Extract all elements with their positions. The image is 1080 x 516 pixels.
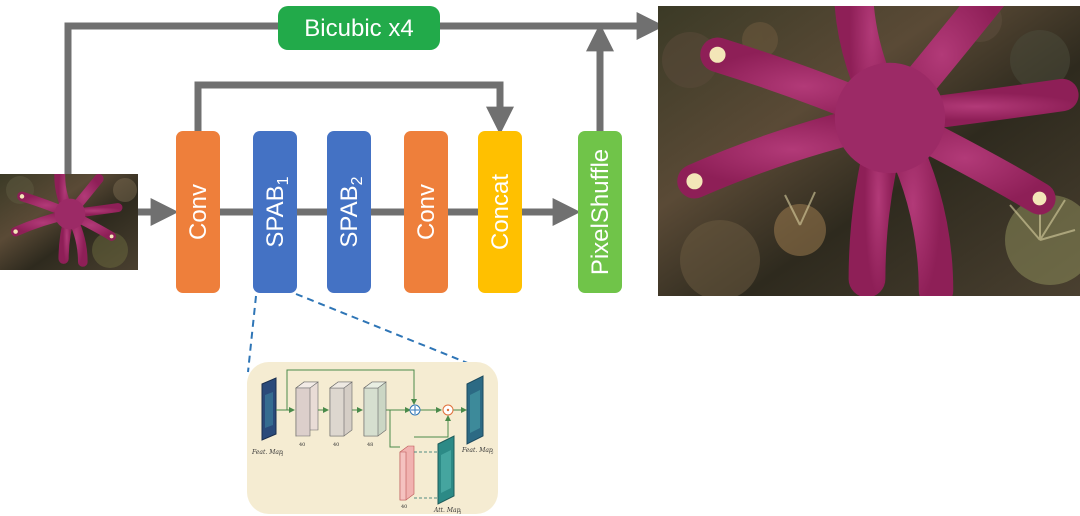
spab-detail-inset: Feat. Map 1 40 40 48 [247, 362, 498, 515]
attention-map [437, 435, 455, 505]
zoom-line-right [295, 293, 491, 373]
channel-label-1: 40 [299, 442, 305, 448]
attention-map-subscript: 1 [459, 510, 462, 515]
block-spab-2-label: SPAB2 [336, 176, 366, 247]
block-pixelshuffle-label: PixelShuffle [587, 149, 614, 275]
bicubic-skip-arrow [64, 12, 665, 175]
conv-slab-3 [363, 381, 387, 437]
block-conv-2-label: Conv [413, 184, 440, 240]
block-spab-2-box [327, 131, 371, 293]
output-feature-subscript: 2 [490, 450, 494, 455]
input-image [0, 174, 138, 270]
channel-label-4: 40 [401, 504, 407, 510]
add-node [409, 404, 421, 416]
block-spab-1-name: SPAB [262, 185, 289, 247]
block-spab-1-subscript: 1 [275, 176, 292, 185]
block-conv-1-label: Conv [185, 184, 212, 240]
multiply-node [442, 404, 454, 416]
bicubic-label: Bicubic x4 [304, 15, 413, 42]
zoom-line-left [247, 295, 257, 373]
block-concat-box [478, 131, 522, 293]
block-conv-2: Conv [404, 131, 448, 293]
long-skip-arrow [194, 81, 514, 135]
input-feature-subscript: 1 [281, 452, 284, 457]
channel-label-3: 48 [367, 442, 373, 448]
channel-label-2: 40 [333, 442, 339, 448]
block-conv-2-box [404, 131, 448, 293]
block-spab-2-name: SPAB [336, 185, 363, 247]
block-concat: Concat [478, 131, 522, 293]
block-spab-2: SPAB2 [327, 131, 371, 293]
output-feature-label: Feat. Map [461, 447, 493, 454]
block-spab-2-subscript: 2 [349, 176, 366, 185]
bicubic-box [278, 6, 440, 50]
attention-map-label: Att. Map [433, 507, 461, 514]
block-spab-1-label: SPAB1 [262, 176, 292, 247]
input-feature-label: Feat. Map [251, 449, 283, 456]
block-spab-1-box [253, 131, 297, 293]
attention-slab [399, 445, 415, 501]
block-pixelshuffle: PixelShuffle [578, 131, 622, 293]
block-conv-1: Conv [176, 131, 220, 293]
block-pixelshuffle-box [578, 131, 622, 293]
input-feature-map [261, 377, 277, 441]
output-image [658, 6, 1080, 296]
conv-slab-1 [295, 381, 319, 437]
output-feature-map [466, 375, 484, 445]
block-spab-1: SPAB1 [253, 131, 297, 293]
block-concat-label: Concat [487, 174, 514, 250]
block-conv-1-box [176, 131, 220, 293]
conv-slab-2 [329, 381, 353, 437]
